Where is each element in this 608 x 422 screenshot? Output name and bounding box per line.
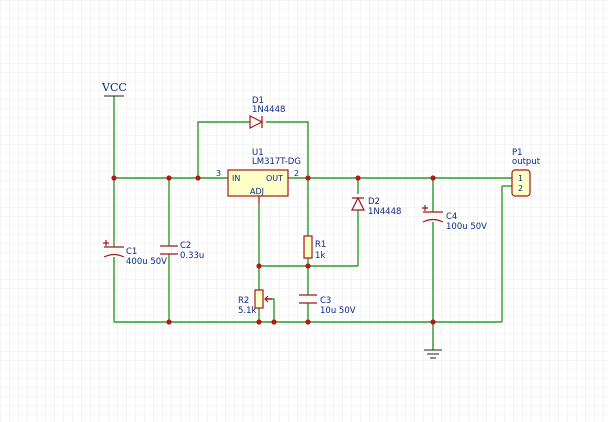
c4-value: 100u 50V bbox=[446, 222, 487, 232]
c3-ref: C3 bbox=[320, 296, 331, 306]
p1-pin2: 2 bbox=[518, 184, 523, 193]
u1-body bbox=[227, 169, 289, 197]
junction bbox=[166, 319, 172, 325]
u1-pin-out-number: 2 bbox=[294, 169, 299, 178]
d1-ref: D1 bbox=[252, 96, 264, 106]
regulator-u1[interactable]: U1 LM317T-DG IN OUT ADJ 3 2 1 bbox=[216, 148, 301, 205]
d2-ref: D2 bbox=[368, 197, 380, 207]
junctions bbox=[111, 175, 436, 325]
c3-value: 10u 50V bbox=[320, 306, 356, 316]
r1-value: 1k bbox=[315, 251, 325, 261]
d1-value: 1N4448 bbox=[252, 105, 285, 115]
junction bbox=[271, 319, 277, 325]
junction bbox=[430, 319, 436, 325]
wire-d1-right bbox=[266, 121, 309, 178]
capacitor-c1[interactable]: C1 400u 50V bbox=[103, 240, 167, 267]
capacitor-c3[interactable]: C3 10u 50V bbox=[299, 294, 356, 316]
junction bbox=[195, 175, 201, 181]
potentiometer-r2[interactable]: R2 5.1k bbox=[238, 289, 272, 316]
resistor-r1[interactable]: R1 1k bbox=[303, 235, 326, 261]
junction bbox=[166, 175, 172, 181]
junction bbox=[256, 319, 262, 325]
r2-value: 5.1k bbox=[238, 306, 257, 316]
p1-pin1: 1 bbox=[518, 174, 523, 183]
p1-value: output bbox=[512, 157, 541, 167]
p1-ref: P1 bbox=[512, 148, 523, 158]
c4-ref: C4 bbox=[446, 212, 457, 222]
wire-d1-left bbox=[197, 121, 250, 178]
u1-value: LM317T-DG bbox=[252, 157, 301, 167]
junction bbox=[355, 175, 361, 181]
u1-pin-in-number: 3 bbox=[216, 169, 221, 178]
vcc-power-symbol[interactable]: VCC bbox=[101, 81, 127, 97]
d2-value: 1N4448 bbox=[368, 207, 401, 217]
u1-pin-out: OUT bbox=[266, 174, 283, 183]
junction bbox=[111, 175, 117, 181]
diode-d1[interactable]: D1 1N4448 bbox=[249, 96, 285, 129]
u1-pin-in: IN bbox=[232, 174, 240, 183]
capacitor-c4[interactable]: C4 100u 50V bbox=[422, 205, 487, 232]
u1-pin-adj: ADJ bbox=[250, 187, 264, 196]
junction bbox=[305, 175, 311, 181]
vcc-label: VCC bbox=[101, 81, 127, 94]
junction bbox=[256, 263, 262, 269]
junction bbox=[305, 319, 311, 325]
junction bbox=[305, 263, 311, 269]
capacitor-c2[interactable]: C2 0.33u bbox=[160, 241, 204, 261]
c2-value: 0.33u bbox=[180, 251, 204, 261]
connector-p1[interactable]: P1 output 1 2 bbox=[511, 148, 541, 197]
u1-ref: U1 bbox=[252, 148, 264, 158]
c1-ref: C1 bbox=[126, 247, 137, 257]
junction bbox=[430, 175, 436, 181]
ground-symbol[interactable] bbox=[424, 349, 442, 359]
c2-ref: C2 bbox=[180, 241, 191, 251]
diode-d2[interactable]: D2 1N4448 bbox=[351, 196, 401, 217]
r1-ref: R1 bbox=[315, 240, 326, 250]
c1-value: 400u 50V bbox=[126, 257, 167, 267]
r2-ref: R2 bbox=[238, 296, 249, 306]
